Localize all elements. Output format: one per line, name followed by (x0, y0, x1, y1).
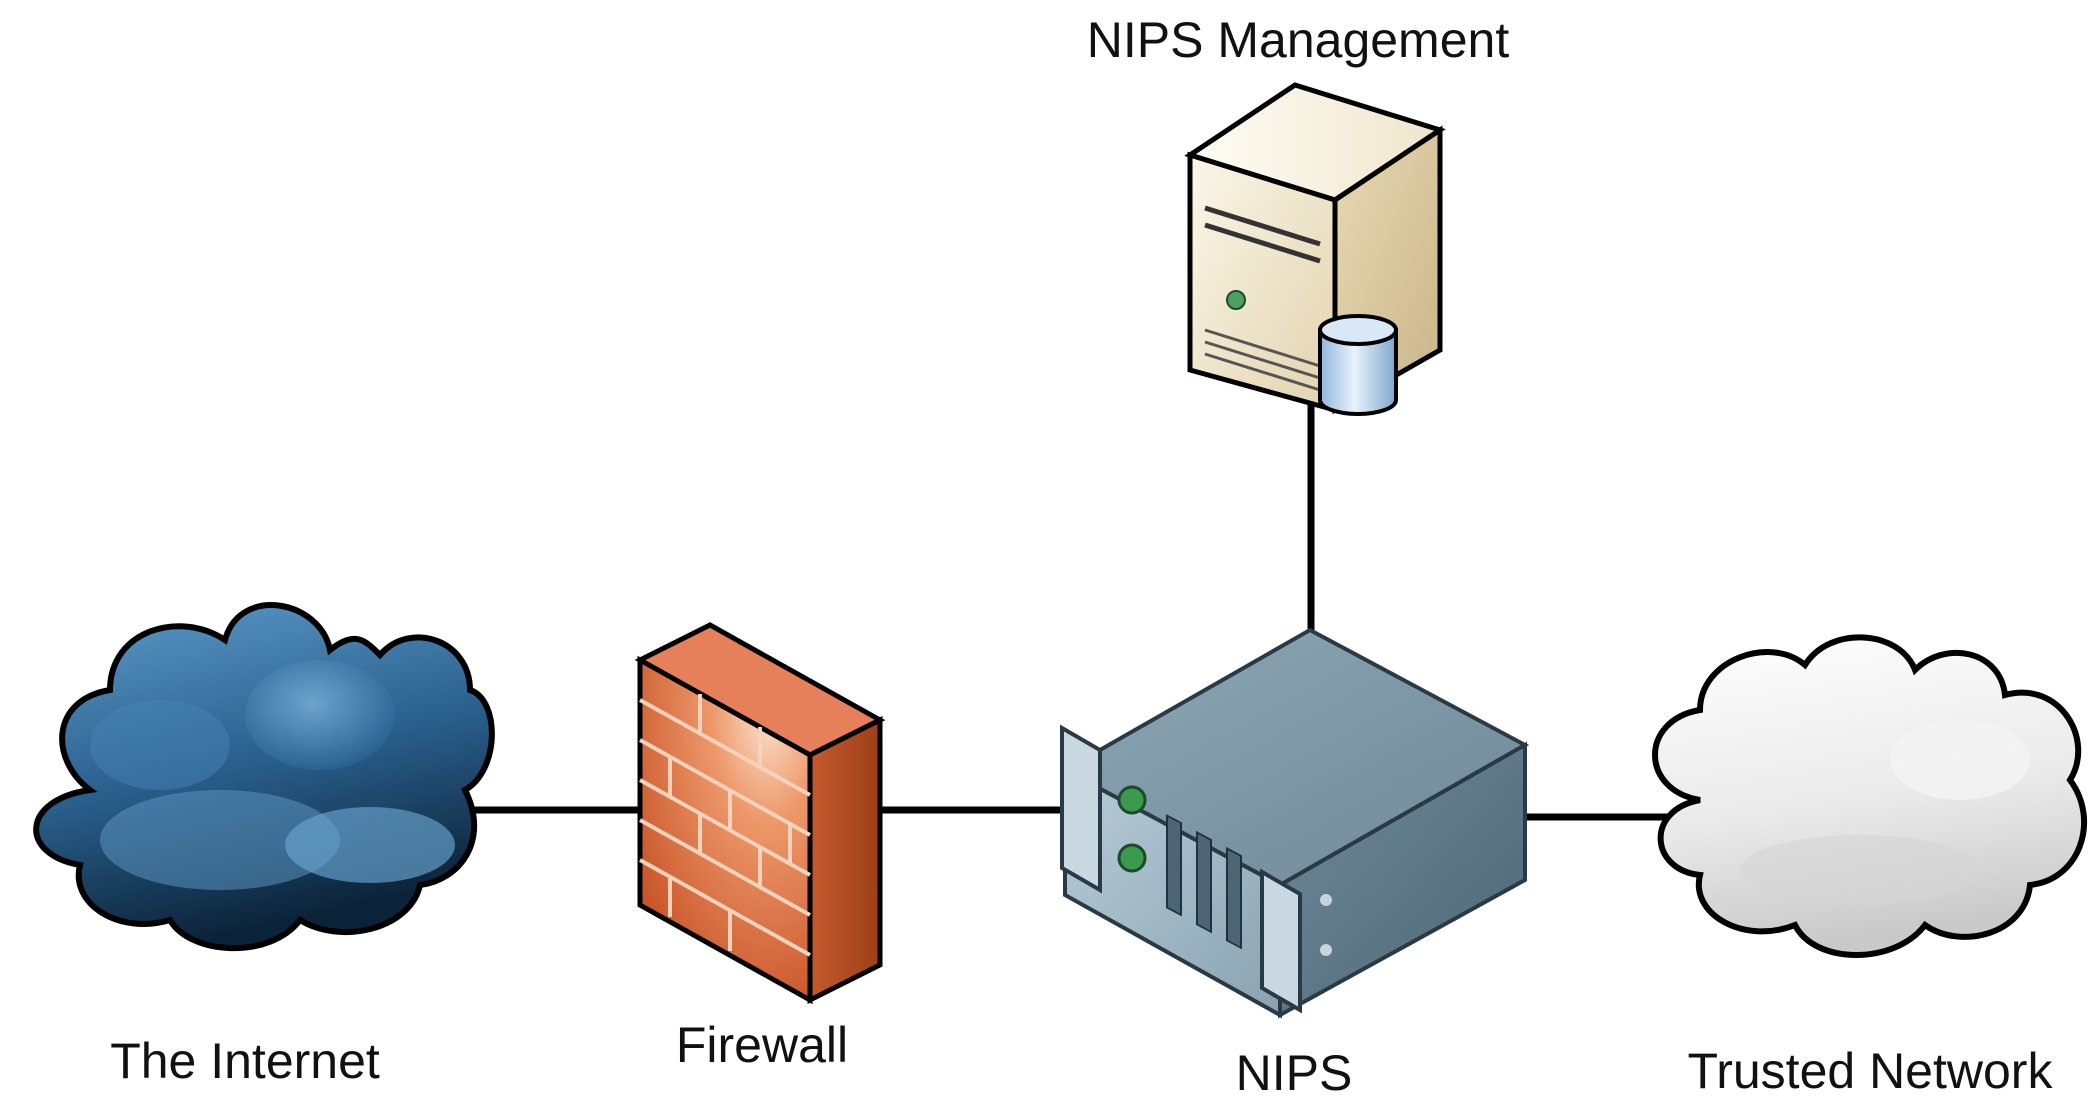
internet-cloud-icon (33, 602, 495, 952)
trusted-network-cloud-icon (1652, 634, 2088, 958)
nips-appliance-icon (1060, 627, 1530, 1019)
management-server-icon (1184, 82, 1446, 416)
firewall-icon (634, 622, 886, 1005)
database-icon (1318, 314, 1398, 416)
connections (455, 400, 1675, 821)
management-label: NIPS Management (1087, 12, 1510, 68)
nips-label: NIPS (1236, 1045, 1353, 1097)
trusted-network-label: Trusted Network (1688, 1043, 2054, 1097)
firewall-label: Firewall (676, 1017, 848, 1073)
internet-label: The Internet (110, 1033, 380, 1089)
